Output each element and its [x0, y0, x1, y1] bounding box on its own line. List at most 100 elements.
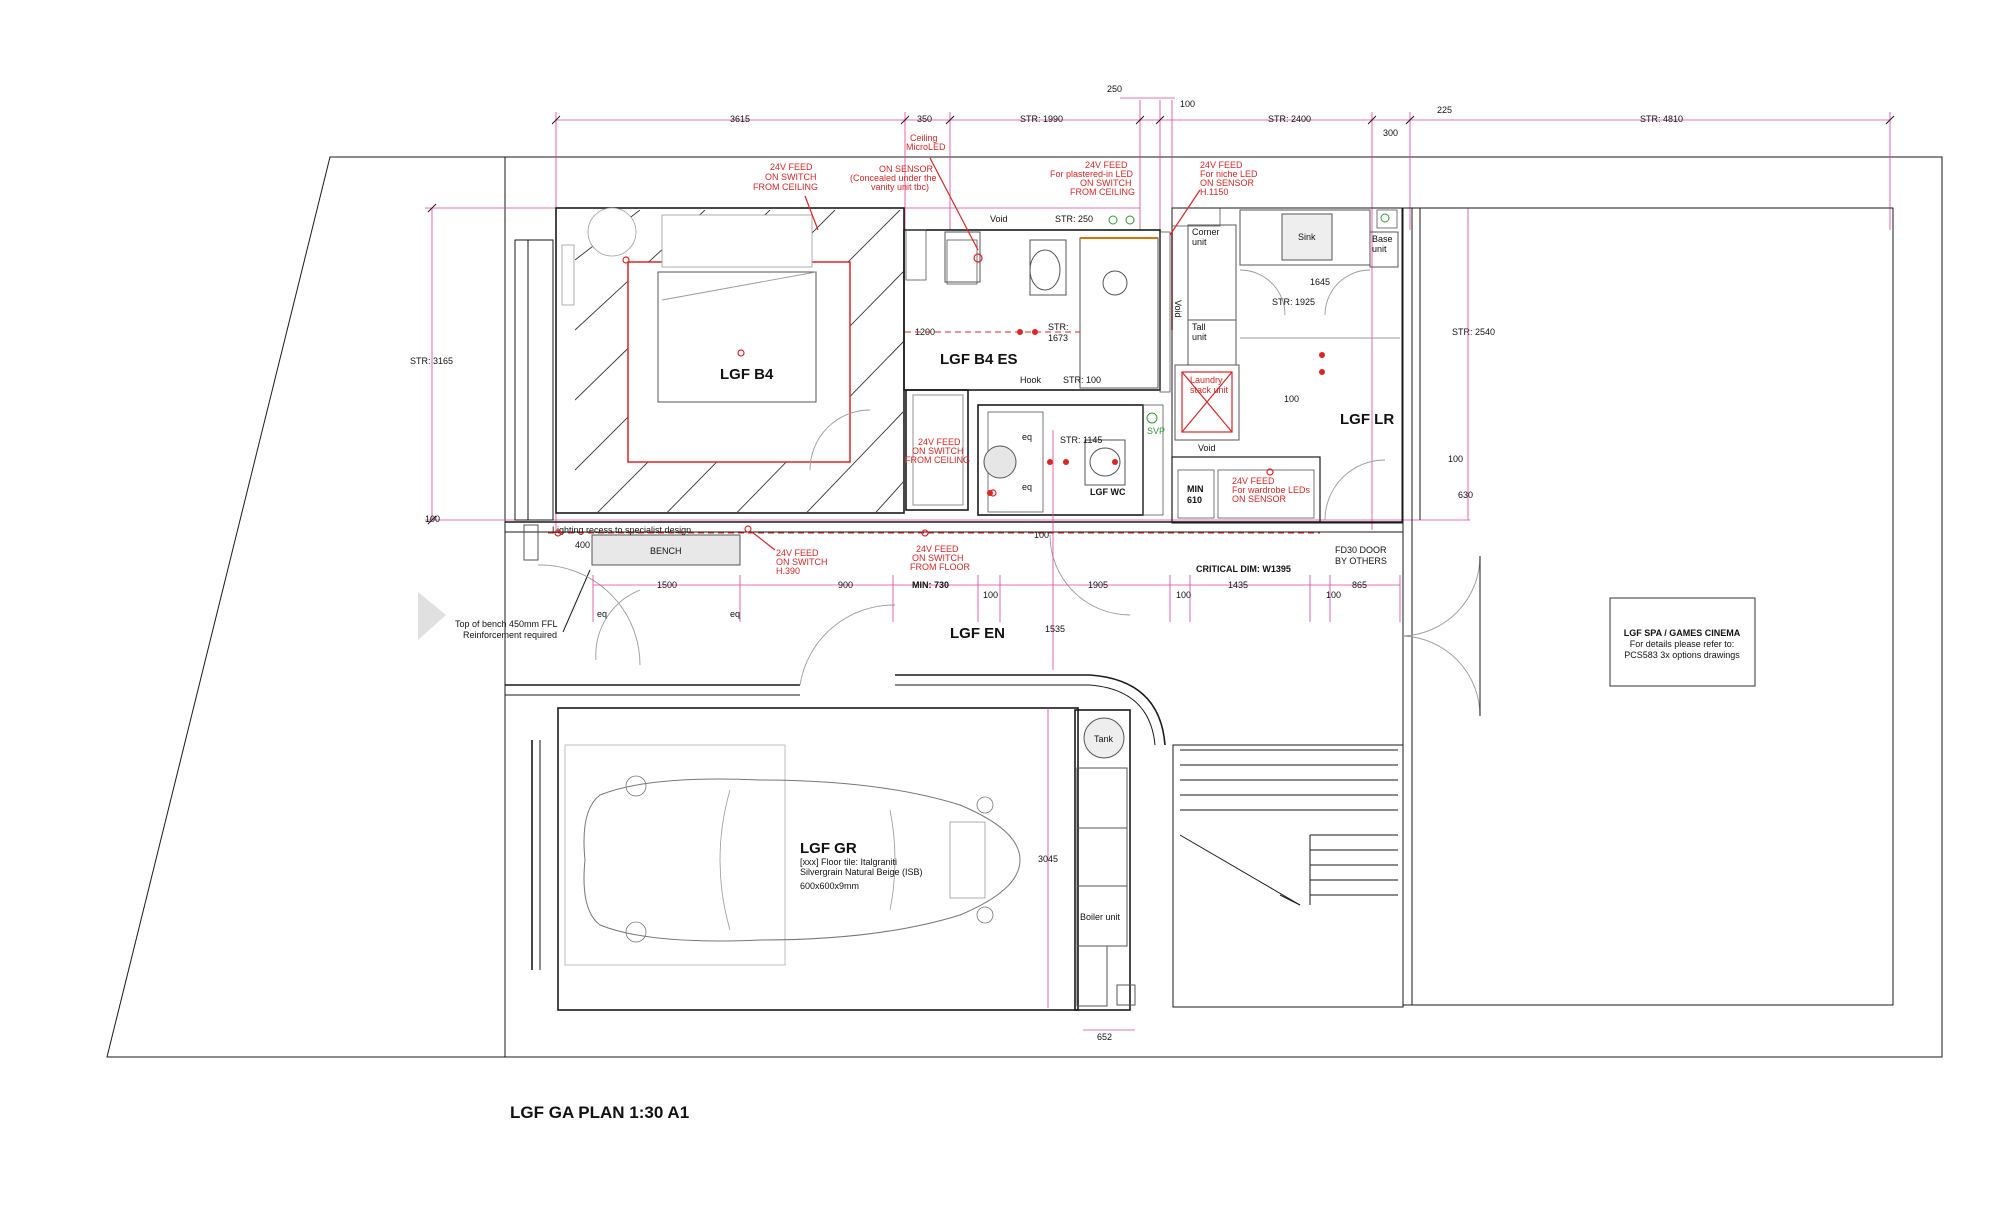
dim-100-lr: 100 — [1284, 394, 1299, 404]
bench-note-line2: Reinforcement required — [463, 630, 557, 640]
tall-unit-label-1: Tall — [1192, 322, 1206, 332]
spa-note-line3: PCS583 3x options drawings — [1624, 650, 1740, 660]
dim-str-1990: STR: 1990 — [1020, 114, 1063, 124]
dim-100-left: 100 — [425, 514, 440, 524]
top-dimension-labels: 3615 350 STR: 1990 250 100 STR: 2400 225… — [730, 84, 1683, 138]
spa-area: LGF SPA / GAMES CINEMA For details pleas… — [1402, 207, 1894, 1006]
dim-225: 225 — [1437, 105, 1452, 115]
wardrobe-column — [905, 229, 969, 511]
dim-900: 900 — [838, 580, 853, 590]
dim-str-1925: STR: 1925 — [1272, 297, 1315, 307]
dim-min-730: MIN: 730 — [912, 580, 949, 590]
room-label-lr: LGF LR — [1340, 411, 1394, 428]
north-arrow-icon — [418, 592, 446, 640]
dim-630: 630 — [1458, 490, 1473, 500]
kitchenette: Corner unit Tall unit Laundry stack unit… — [1171, 207, 1399, 453]
red-note-7: 24V FEED ON SWITCH H.390 — [776, 548, 830, 576]
lighting-recess-label: Lighting recess to specialist design — [552, 525, 691, 535]
dim-str-2400: STR: 2400 — [1268, 114, 1311, 124]
boiler-unit-label: Boiler unit — [1080, 912, 1121, 922]
red-note-3: 24V FEED For plastered-in LED ON SWITCH … — [1050, 160, 1136, 197]
garage-gr: LGF GR [xxx] Floor tile: Italgraniti Sil… — [531, 707, 1079, 1011]
left-vertical-dimensions: STR: 3165 100 — [410, 203, 1470, 525]
dim-1535: 1535 — [1045, 624, 1065, 634]
dim-3615: 3615 — [730, 114, 750, 124]
dim-100-right: 100 — [1448, 454, 1463, 464]
dim-652: 652 — [1097, 1032, 1112, 1042]
plant-column: Tank Boiler unit 652 — [1074, 709, 1136, 1042]
staircase — [1172, 744, 1404, 1008]
entrance-en: LGF EN 1535 — [505, 430, 1403, 746]
eq-label-wc-2: eq — [1022, 482, 1032, 492]
dim-str-2540: STR: 2540 — [1452, 327, 1495, 337]
drawing-title: LGF GA PLAN 1:30 A1 — [510, 1103, 689, 1122]
dim-100-top: 100 — [1180, 99, 1195, 109]
hook-label: Hook — [1020, 375, 1042, 385]
garage-note-line2: Silvergrain Natural Beige (ISB) — [800, 867, 923, 877]
bedroom-b4: LGF B4 — [555, 207, 905, 514]
tall-unit-label-2: unit — [1192, 332, 1207, 342]
void-label-es: Void — [990, 214, 1008, 224]
ensuite-b4es: Void STR: 250 1200 STR: 1673 LGF B4 ES H… — [903, 214, 1183, 393]
dim-str-250: STR: 250 — [1055, 214, 1093, 224]
base-unit-label-2: unit — [1372, 244, 1387, 254]
dim-str-1673-b: 1673 — [1048, 333, 1068, 343]
red-note-8: 24V FEED ON SWITCH FROM FLOOR — [910, 544, 970, 572]
dim-1500: 1500 — [657, 580, 677, 590]
room-label-gr: LGF GR — [800, 840, 857, 857]
top-dimension-string — [551, 97, 1895, 530]
fd30-door-label-2: BY OTHERS — [1335, 556, 1387, 566]
bench-note-line1: Top of bench 450mm FFL — [455, 619, 558, 629]
red-note-6: 24V FEED For wardrobe LEDs ON SENSOR — [1232, 476, 1313, 504]
fd30-door-label-1: FD30 DOOR — [1335, 545, 1387, 555]
tank-label: Tank — [1094, 734, 1114, 744]
laundry-label-1: Laundry — [1190, 375, 1223, 385]
room-label-b4es: LGF B4 ES — [940, 351, 1018, 368]
dim-100-b1: 100 — [983, 590, 998, 600]
corner-unit-label-1: Corner — [1192, 227, 1220, 237]
garage-note-line1: [xxx] Floor tile: Italgraniti — [800, 857, 897, 867]
dim-3045: 3045 — [1038, 854, 1058, 864]
dim-250: 250 — [1107, 84, 1122, 94]
dim-str-4810: STR: 4810 — [1640, 114, 1683, 124]
site-boundary — [106, 156, 1943, 1058]
dim-100-b3: 100 — [1326, 590, 1341, 600]
dim-300: 300 — [1383, 128, 1398, 138]
bench-zone: BENCH Lighting recess to specialist desi… — [418, 524, 1320, 666]
red-note-4: 24V FEED For niche LED ON SENSOR H.1150 — [1200, 160, 1260, 197]
eq-label-bench-1: eq — [597, 609, 607, 619]
dim-1645: 1645 — [1310, 277, 1330, 287]
dim-str-1673-a: STR: — [1048, 322, 1069, 332]
garage-note-line3: 600x600x9mm — [800, 881, 859, 891]
min-610-label-2: 610 — [1187, 495, 1202, 505]
void-label-vertical: Void — [1173, 300, 1183, 318]
wc-room: SVP STR: 1145 eq eq LGF WC — [977, 404, 1165, 516]
dim-str-100: STR: 100 — [1063, 375, 1101, 385]
dim-str-3165: STR: 3165 — [410, 356, 453, 366]
room-lr: LGF LR 100 MIN 610 100 630 STR: 2540 — [1171, 207, 1495, 524]
dim-350: 350 — [917, 114, 932, 124]
svp-label: SVP — [1147, 426, 1165, 436]
red-note-2: Ceiling MicroLED ON SENSOR (Concealed un… — [850, 133, 948, 192]
red-note-1: 24V FEED ON SWITCH FROM CEILING — [753, 162, 819, 192]
laundry-label-2: stack unit — [1190, 385, 1229, 395]
void-label-laundry: Void — [1198, 443, 1216, 453]
electrical-annotations: 24V FEED ON SWITCH FROM CEILING Ceiling … — [554, 133, 1313, 576]
dim-1905: 1905 — [1088, 580, 1108, 590]
critical-dim-label: CRITICAL DIM: W1395 — [1196, 564, 1291, 574]
dim-100-b2: 100 — [1176, 590, 1191, 600]
room-label-b4: LGF B4 — [720, 366, 774, 383]
dim-100-mid: 100 — [1034, 530, 1049, 540]
car-outline-icon — [583, 775, 1021, 943]
dim-1435: 1435 — [1228, 580, 1248, 590]
eq-label-wc-1: eq — [1022, 432, 1032, 442]
corner-unit-label-2: unit — [1192, 237, 1207, 247]
dim-str-1145: STR: 1145 — [1060, 435, 1102, 445]
spa-note-line1: LGF SPA / GAMES CINEMA — [1624, 628, 1741, 638]
spa-note-line2: For details please refer to: — [1630, 639, 1735, 649]
b4-window — [514, 239, 554, 521]
room-label-en: LGF EN — [950, 625, 1005, 642]
bottom-dimension-string: 1500 900 MIN: 730 100 1905 100 1435 100 … — [592, 530, 1401, 622]
base-unit-label-1: Base — [1372, 234, 1393, 244]
